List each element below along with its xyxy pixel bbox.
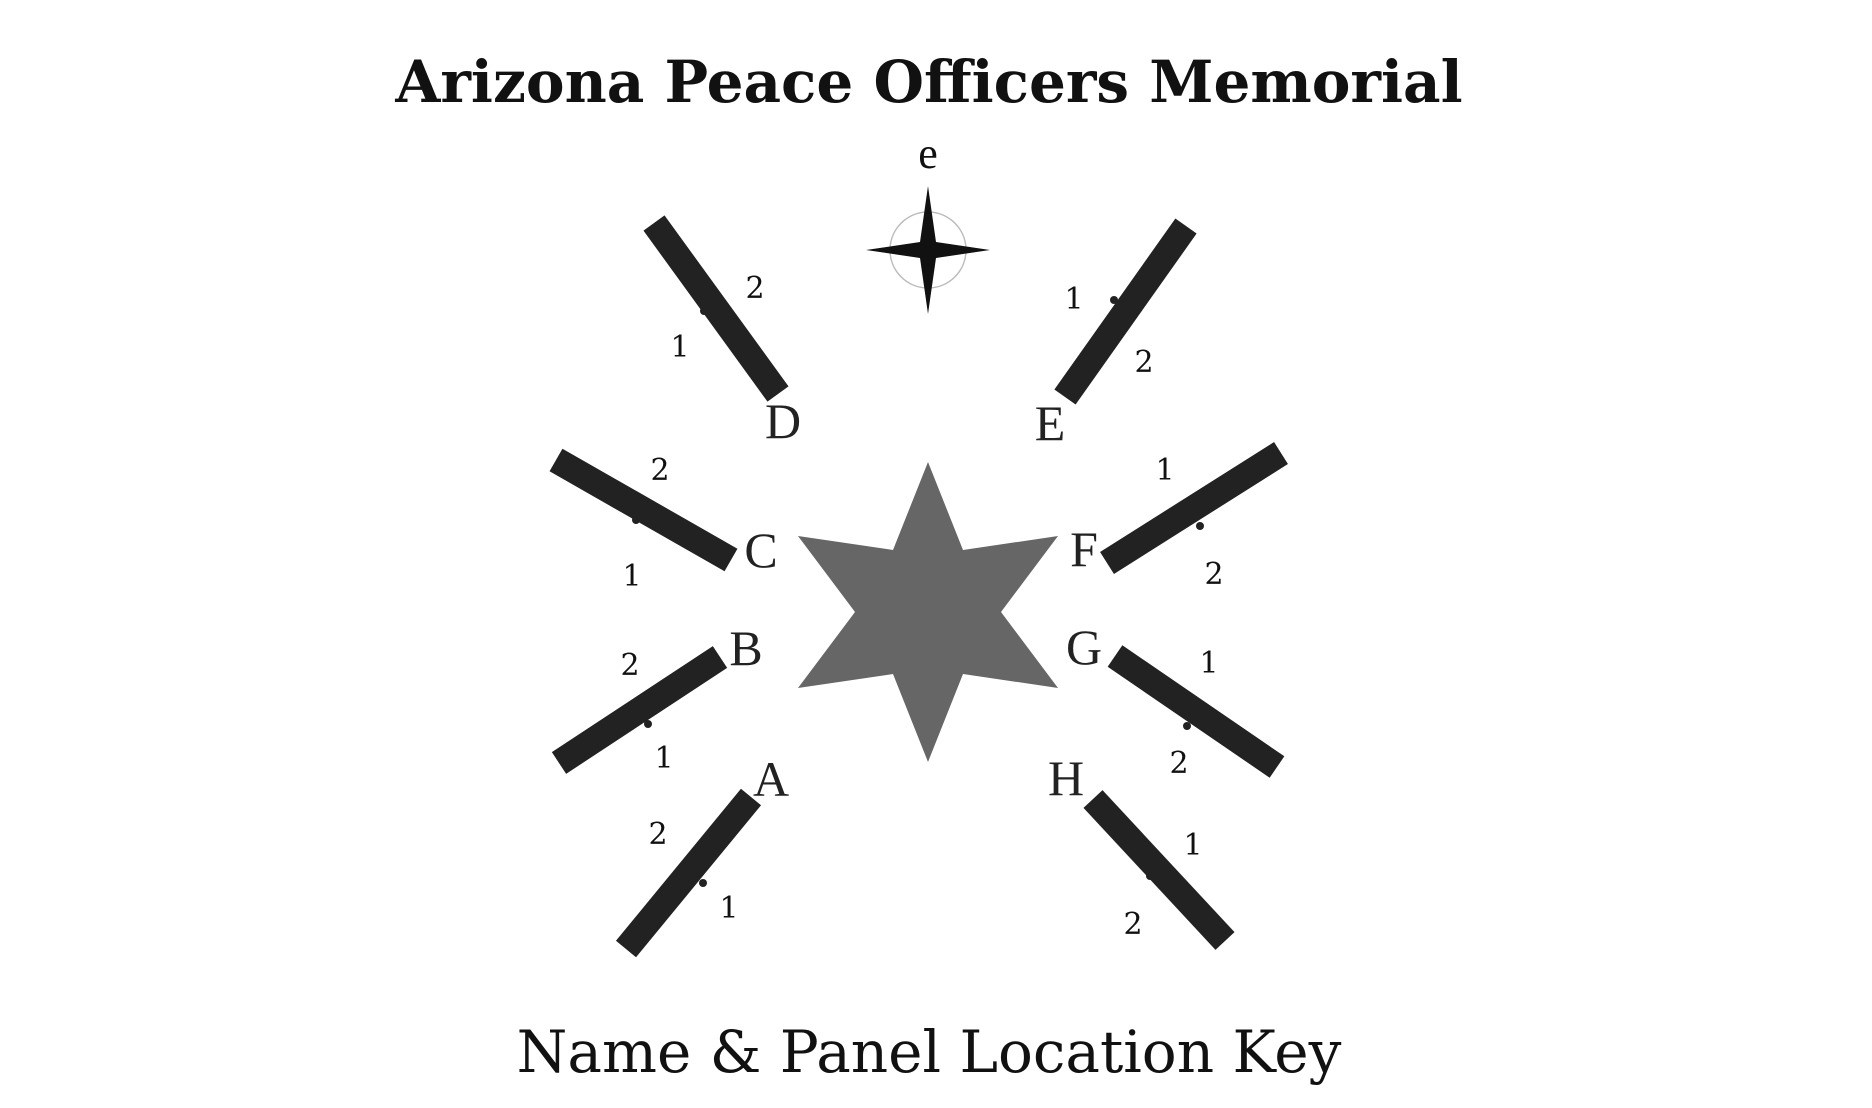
panel-number-1: 1 — [654, 741, 673, 776]
diagram-title: Arizona Peace Officers Memorial — [394, 48, 1462, 116]
compass-label: e — [918, 129, 938, 178]
panel-number-1: 1 — [719, 891, 738, 926]
wall-H: H 1 2 — [1048, 750, 1235, 950]
panel-number-2: 2 — [648, 817, 667, 852]
panel-number-2: 2 — [650, 453, 669, 488]
wall-letter: H — [1048, 750, 1084, 806]
panel-number-1: 1 — [1199, 646, 1218, 681]
wall-letter: D — [765, 393, 801, 449]
wall-letter: B — [729, 620, 762, 676]
wall-letter: C — [744, 522, 777, 578]
panel-number-1: 1 — [1183, 828, 1202, 863]
panel-number-2: 2 — [1123, 907, 1142, 942]
wall-B: B 1 2 — [551, 620, 763, 776]
panel-divider-notch — [1146, 872, 1154, 880]
panel-number-1: 1 — [1064, 282, 1083, 317]
wall-bar — [1107, 645, 1285, 778]
panel-divider-notch — [1196, 522, 1204, 530]
compass-rose-icon — [866, 186, 990, 314]
panel-number-2: 2 — [620, 648, 639, 683]
wall-letter: A — [753, 751, 789, 807]
wall-letter: F — [1070, 521, 1098, 577]
panel-divider-notch — [632, 516, 640, 524]
panel-divider-notch — [644, 720, 652, 728]
six-pointed-star-icon — [798, 462, 1058, 762]
panel-divider-notch — [1183, 722, 1191, 730]
wall-bar — [1083, 790, 1235, 950]
wall-D: D 1 2 — [643, 215, 801, 449]
wall-letter: E — [1035, 395, 1066, 451]
wall-bar — [643, 215, 789, 402]
wall-A: A 1 2 — [615, 751, 789, 958]
wall-letter: G — [1066, 619, 1102, 675]
panel-divider-notch — [700, 307, 708, 315]
wall-bar — [551, 646, 728, 774]
panel-divider-notch — [1110, 296, 1118, 304]
panel-number-2: 2 — [1134, 345, 1153, 380]
wall-bar — [1054, 218, 1197, 405]
location-key-caption: Name & Panel Location Key — [517, 1018, 1342, 1086]
wall-C: C 1 2 — [549, 448, 778, 594]
wall-bar — [549, 448, 738, 572]
panel-number-1: 1 — [670, 330, 689, 365]
panel-number-2: 2 — [1204, 557, 1223, 592]
panel-number-1: 1 — [1155, 453, 1174, 488]
panel-number-2: 2 — [1169, 746, 1188, 781]
wall-bar — [1100, 442, 1288, 574]
panel-number-1: 1 — [622, 559, 641, 594]
wall-F: F 1 2 — [1070, 442, 1288, 592]
wall-G: G 1 2 — [1066, 619, 1285, 781]
wall-bar — [615, 788, 762, 958]
panel-number-2: 2 — [745, 271, 764, 306]
wall-E: E 1 2 — [1035, 218, 1197, 451]
panel-divider-notch — [699, 879, 707, 887]
